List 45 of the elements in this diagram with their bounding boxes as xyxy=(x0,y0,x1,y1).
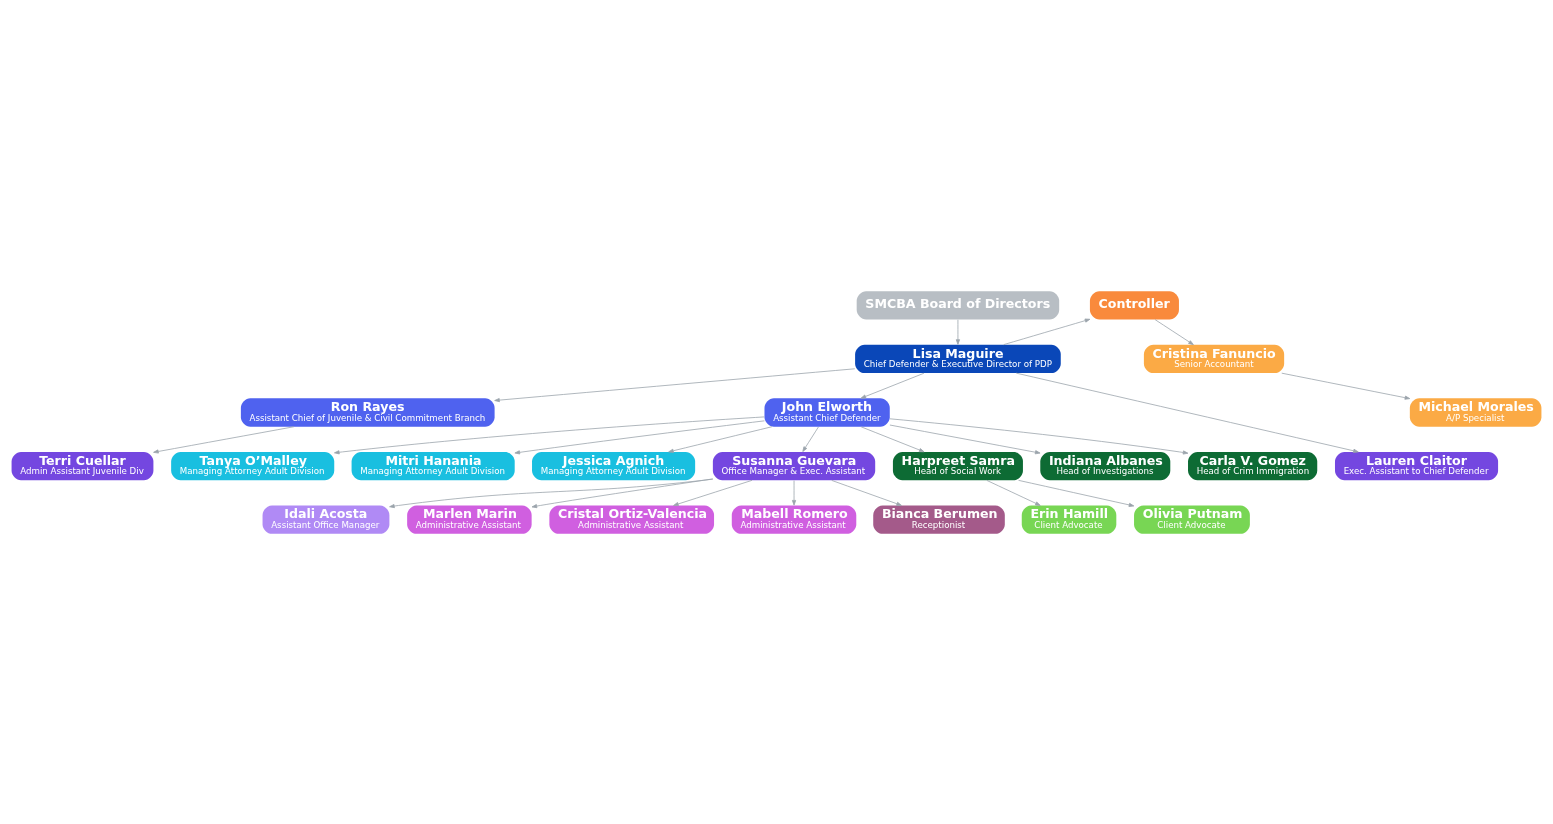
node-box: Olivia Putnam Client Advocate xyxy=(1134,505,1250,534)
arrow xyxy=(673,479,753,506)
node-box: Bianca Berumen Receptionist xyxy=(873,505,1005,534)
node-box: Indiana Albanes Head of Investigations xyxy=(1040,451,1171,480)
arrow xyxy=(831,479,902,506)
arrow xyxy=(1015,372,1359,453)
node-box: Tanya O’Malley Managing Attorney Adult Division xyxy=(171,451,335,480)
node-box: Idali Acosta Assistant Office Manager xyxy=(262,505,390,534)
arrow xyxy=(334,416,765,454)
arrow xyxy=(1281,372,1411,400)
node-box: Harpreet Samra Head of Social Work xyxy=(892,451,1023,480)
arrow xyxy=(1154,318,1194,345)
node-box: John Elworth Assistant Chief Defender xyxy=(764,397,890,427)
arrow xyxy=(860,425,925,452)
node-box: SMCBA Board of Directors xyxy=(856,290,1060,319)
arrow xyxy=(668,425,773,453)
node-box: Erin Hamill Client Advocate xyxy=(1021,505,1117,534)
node-box: Cristal Ortiz-Valencia Administrative Assistant xyxy=(549,505,715,534)
node-box: Carla V. Gomez Head of Crim Immigration xyxy=(1188,451,1318,480)
arrow xyxy=(531,478,714,508)
node-box: Cristina Fanuncio Senior Accountant xyxy=(1143,344,1285,373)
node-box: Mitri Hanania Managing Attorney Adult Division xyxy=(351,451,515,480)
node-box: Lauren Claitor Exec. Assistant to Chief Defender xyxy=(1335,451,1499,480)
node-box: Marlen Marin Administrative Assistant xyxy=(407,505,532,534)
arrow xyxy=(494,367,856,402)
arrow xyxy=(802,426,819,452)
node-box: Lisa Maguire Chief Defender & Executive Director of PDP xyxy=(855,344,1061,373)
arrow xyxy=(955,318,960,345)
arrow xyxy=(1003,318,1091,345)
arrow xyxy=(389,478,714,508)
node-box: Michael Morales A/P Specialist xyxy=(1409,397,1542,427)
node-box: Susanna Guevara Office Manager & Exec. Assistant xyxy=(712,451,876,480)
node-box: Controller xyxy=(1089,290,1179,319)
arrow xyxy=(1018,479,1135,507)
node-box: Mabell Romero Administrative Assistant xyxy=(731,505,857,534)
arrow xyxy=(986,479,1041,506)
arrow xyxy=(792,479,797,506)
arrow xyxy=(889,424,1041,454)
arrow xyxy=(153,425,295,453)
node-box: Terri Cuellar Admin Assistant Juvenile Div xyxy=(11,451,154,480)
node-box: Ron Rayes Assistant Chief of Juvenile & Civil Commitment Branch xyxy=(240,397,495,427)
arrow xyxy=(514,419,765,454)
arrow xyxy=(860,372,925,399)
arrow xyxy=(889,417,1189,454)
node-box: Jessica Agnich Managing Attorney Adult Division xyxy=(532,451,696,480)
